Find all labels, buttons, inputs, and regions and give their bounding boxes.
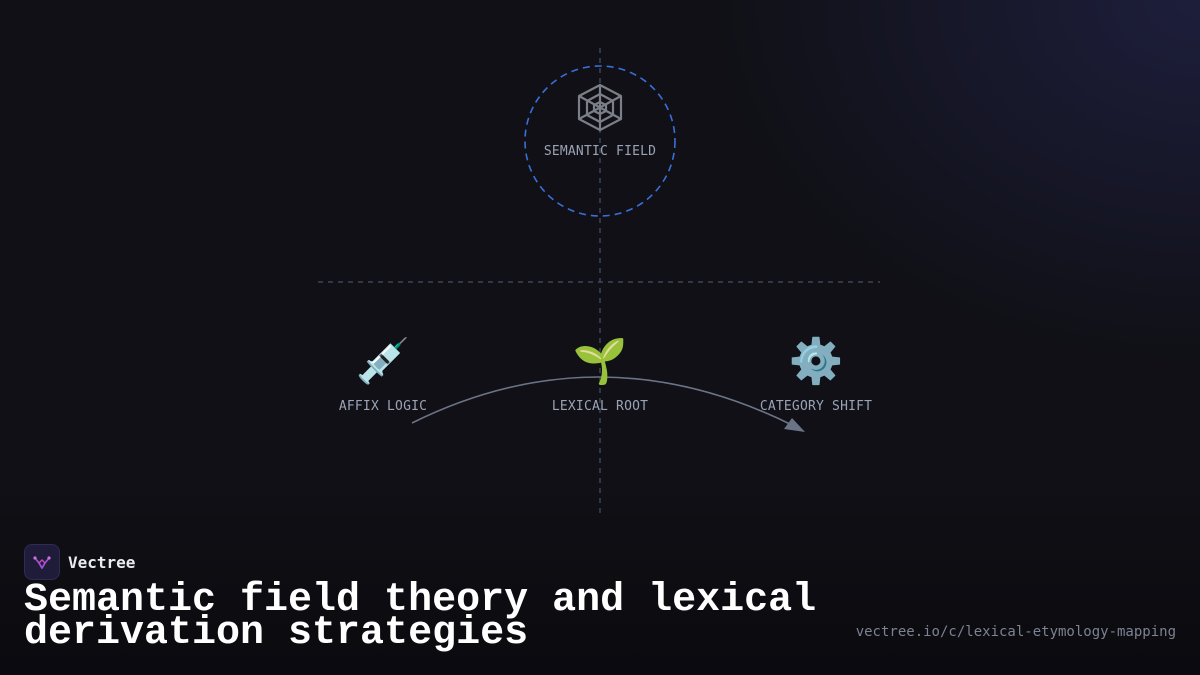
semantic-field-circle xyxy=(524,65,676,217)
gear-icon: ⚙️ xyxy=(788,336,844,387)
arc-arrowhead xyxy=(784,418,805,432)
brand-name: Vectree xyxy=(68,552,136,572)
syringe-icon: 💉 xyxy=(355,336,411,387)
derivation-arc xyxy=(411,376,793,426)
affix-logic-label: AFFIX LOGIC xyxy=(338,399,428,414)
category-shift-label: CATEGORY SHIFT xyxy=(759,399,873,414)
semantic-field-label: SEMANTIC FIELD xyxy=(543,144,657,159)
vectree-logo-icon xyxy=(24,544,60,580)
source-url[interactable]: vectree.io/c/lexical-etymology-mapping xyxy=(855,624,1176,640)
page-title: Semantic field theory and lexical deriva… xyxy=(24,578,817,656)
web-icon xyxy=(577,83,623,132)
lexical-root-label: LEXICAL ROOT xyxy=(551,399,649,414)
seedling-icon: 🌱 xyxy=(572,336,628,387)
brand: Vectree xyxy=(24,544,135,580)
